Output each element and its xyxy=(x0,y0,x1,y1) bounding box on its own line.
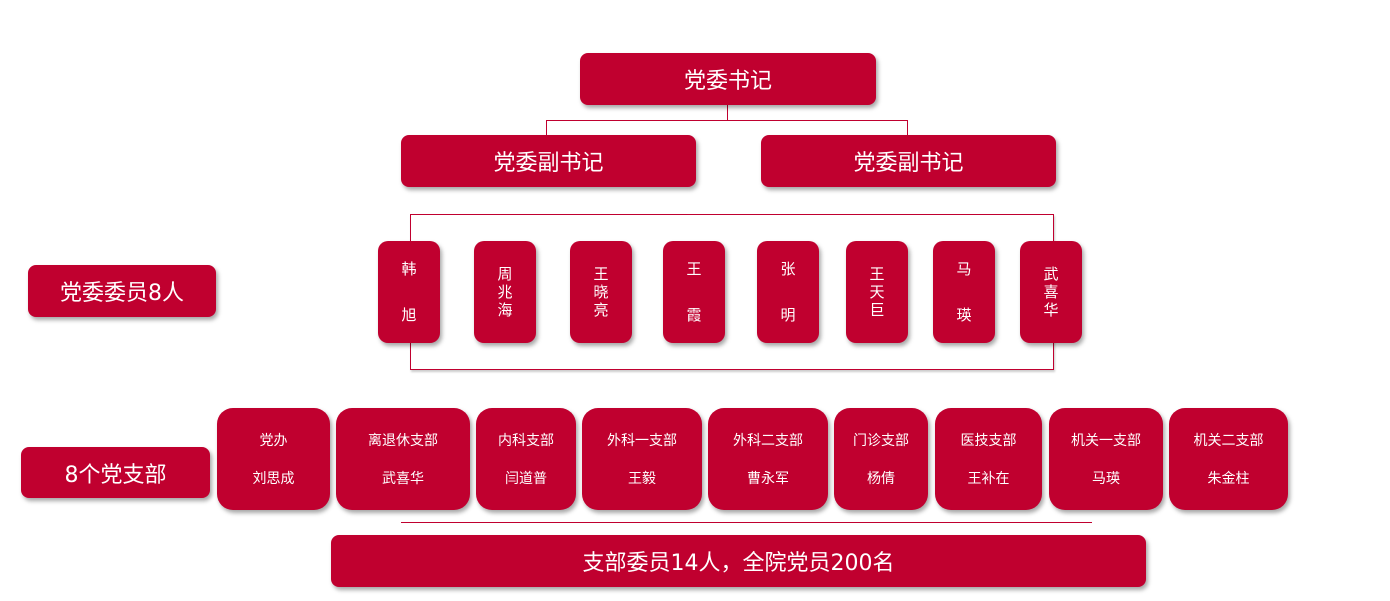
branch-leader: 曹永军 xyxy=(747,471,789,487)
summary-box: 支部委员14人，全院党员200名 xyxy=(331,535,1146,587)
branches-label: 8个党支部 xyxy=(21,447,210,498)
branch-box: 门诊支部杨倩 xyxy=(834,408,928,510)
branch-leader: 王补在 xyxy=(967,471,1010,487)
branch-name: 医技支部 xyxy=(960,433,1017,449)
member-box: 周兆海 xyxy=(474,241,536,343)
branch-name: 外科二支部 xyxy=(733,433,803,449)
member-name: 张 xyxy=(780,260,796,278)
branch-leader: 杨倩 xyxy=(867,471,895,487)
divider xyxy=(401,522,1092,523)
branch-box: 外科一支部王毅 xyxy=(582,408,702,510)
deputy-box: 党委副书记 xyxy=(761,135,1056,187)
branch-name: 离退休支部 xyxy=(368,433,438,449)
branch-leader: 朱金柱 xyxy=(1207,471,1250,487)
member-name: 王 xyxy=(686,260,702,278)
member-name: 王晓亮 xyxy=(593,265,609,319)
branch-leader: 闫道普 xyxy=(505,471,547,487)
branch-box: 机关二支部朱金柱 xyxy=(1169,408,1288,510)
member-name: 马 xyxy=(956,260,972,278)
branch-box: 离退休支部武喜华 xyxy=(336,408,470,510)
branch-box: 外科二支部曹永军 xyxy=(708,408,828,510)
connector xyxy=(546,120,908,121)
connector xyxy=(907,120,908,135)
branch-box: 机关一支部马瑛 xyxy=(1049,408,1163,510)
member-name: 韩 xyxy=(401,260,417,278)
branch-leader: 马瑛 xyxy=(1092,471,1120,487)
member-name: 霞 xyxy=(686,306,702,324)
member-box: 马瑛 xyxy=(933,241,995,343)
connector xyxy=(546,120,547,135)
member-name: 周兆海 xyxy=(497,265,513,319)
branch-leader: 刘思成 xyxy=(252,471,295,487)
branch-name: 外科一支部 xyxy=(607,433,677,449)
branch-leader: 王毅 xyxy=(628,471,656,487)
branch-leader: 武喜华 xyxy=(382,471,424,487)
branch-name: 党办 xyxy=(259,433,288,449)
member-box: 张明 xyxy=(757,241,819,343)
branch-name: 机关一支部 xyxy=(1071,433,1141,449)
branch-box: 党办刘思成 xyxy=(217,408,330,510)
member-name: 武喜华 xyxy=(1043,265,1059,319)
member-name: 王天巨 xyxy=(869,265,885,319)
member-box: 韩旭 xyxy=(378,241,440,343)
deputy-box: 党委副书记 xyxy=(401,135,696,187)
secretary-box: 党委书记 xyxy=(580,53,876,105)
committee-label: 党委委员8人 xyxy=(28,265,216,317)
member-box: 王天巨 xyxy=(846,241,908,343)
connector xyxy=(727,105,728,120)
branch-box: 医技支部王补在 xyxy=(935,408,1042,510)
member-name: 旭 xyxy=(401,306,417,324)
branch-name: 机关二支部 xyxy=(1193,433,1264,449)
branch-name: 内科支部 xyxy=(498,433,554,449)
member-name: 明 xyxy=(780,306,796,324)
member-name: 瑛 xyxy=(956,306,972,324)
branch-box: 内科支部闫道普 xyxy=(476,408,576,510)
member-box: 王霞 xyxy=(663,241,725,343)
member-box: 武喜华 xyxy=(1020,241,1082,343)
member-box: 王晓亮 xyxy=(570,241,632,343)
branch-name: 门诊支部 xyxy=(853,433,909,449)
